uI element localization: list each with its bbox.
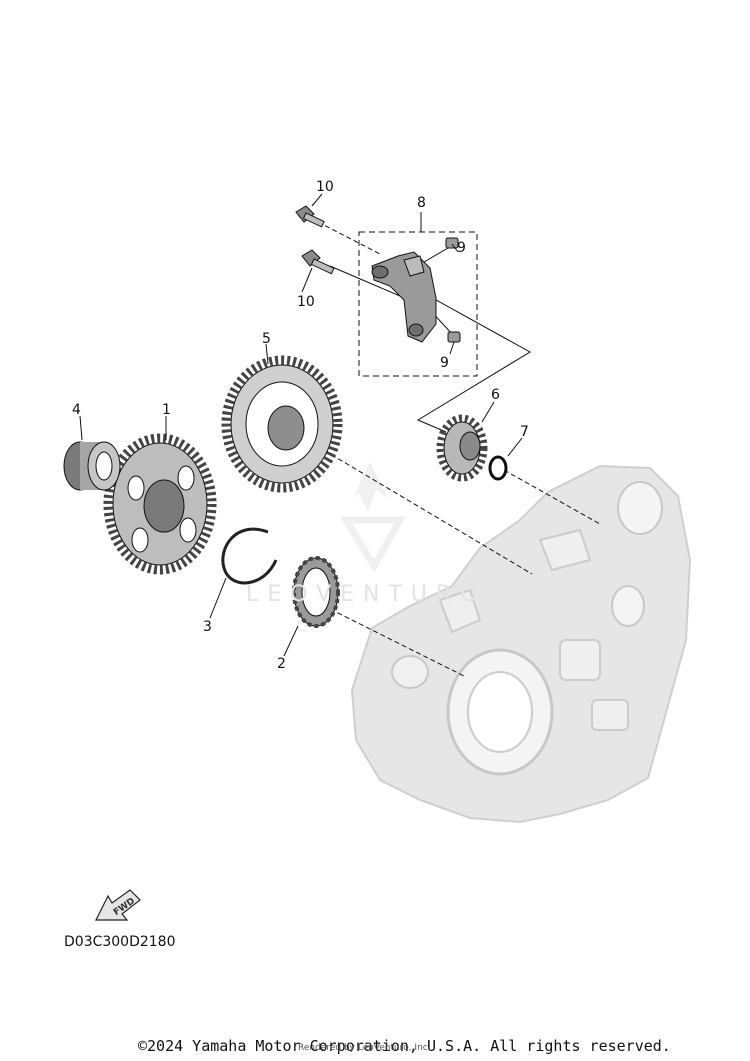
callout-4: 4 [72, 402, 81, 418]
washer [488, 455, 508, 481]
shaft-bracket [371, 251, 437, 343]
callout-2: 2 [277, 656, 286, 672]
callout-9-upper: 9 [457, 240, 466, 256]
callout-8: 8 [417, 195, 426, 211]
copyright-notice: ©2024 Yamaha Motor Corporation, U.S.A. A… [138, 1037, 671, 1055]
watermark-text: LEOVENTURO [246, 582, 487, 607]
nut-lower [447, 331, 461, 343]
callout-leaders [79, 193, 523, 657]
diagram-code: D03C300D2180 [64, 934, 176, 950]
callout-3: 3 [203, 619, 212, 635]
callout-9-lower: 9 [440, 355, 449, 371]
forward-arrow-icon: FWD [95, 889, 141, 921]
callout-5: 5 [262, 331, 271, 347]
starter-idler-gear-small [436, 414, 488, 482]
callout-10-lower: 10 [297, 294, 315, 310]
callout-7: 7 [520, 424, 529, 440]
crankcase [350, 464, 692, 824]
callout-1: 1 [162, 402, 171, 418]
callout-6: 6 [491, 387, 500, 403]
starter-wheel-gear [103, 433, 217, 575]
collar [63, 441, 121, 491]
bracket-assembly-box [358, 231, 478, 377]
bolt-upper [295, 205, 325, 228]
circlip [221, 527, 278, 585]
nut-upper [445, 237, 459, 249]
starter-idler-gear-large [221, 355, 343, 493]
one-way-clutch [292, 556, 340, 628]
callout-10-upper: 10 [316, 179, 334, 195]
rendered-by-note: Rendered by LeoVenturo, Inc. [298, 1043, 431, 1053]
assembly-leader-lines [289, 221, 601, 677]
watermark-emblem-icon [339, 462, 406, 573]
bolt-lower [301, 249, 335, 275]
